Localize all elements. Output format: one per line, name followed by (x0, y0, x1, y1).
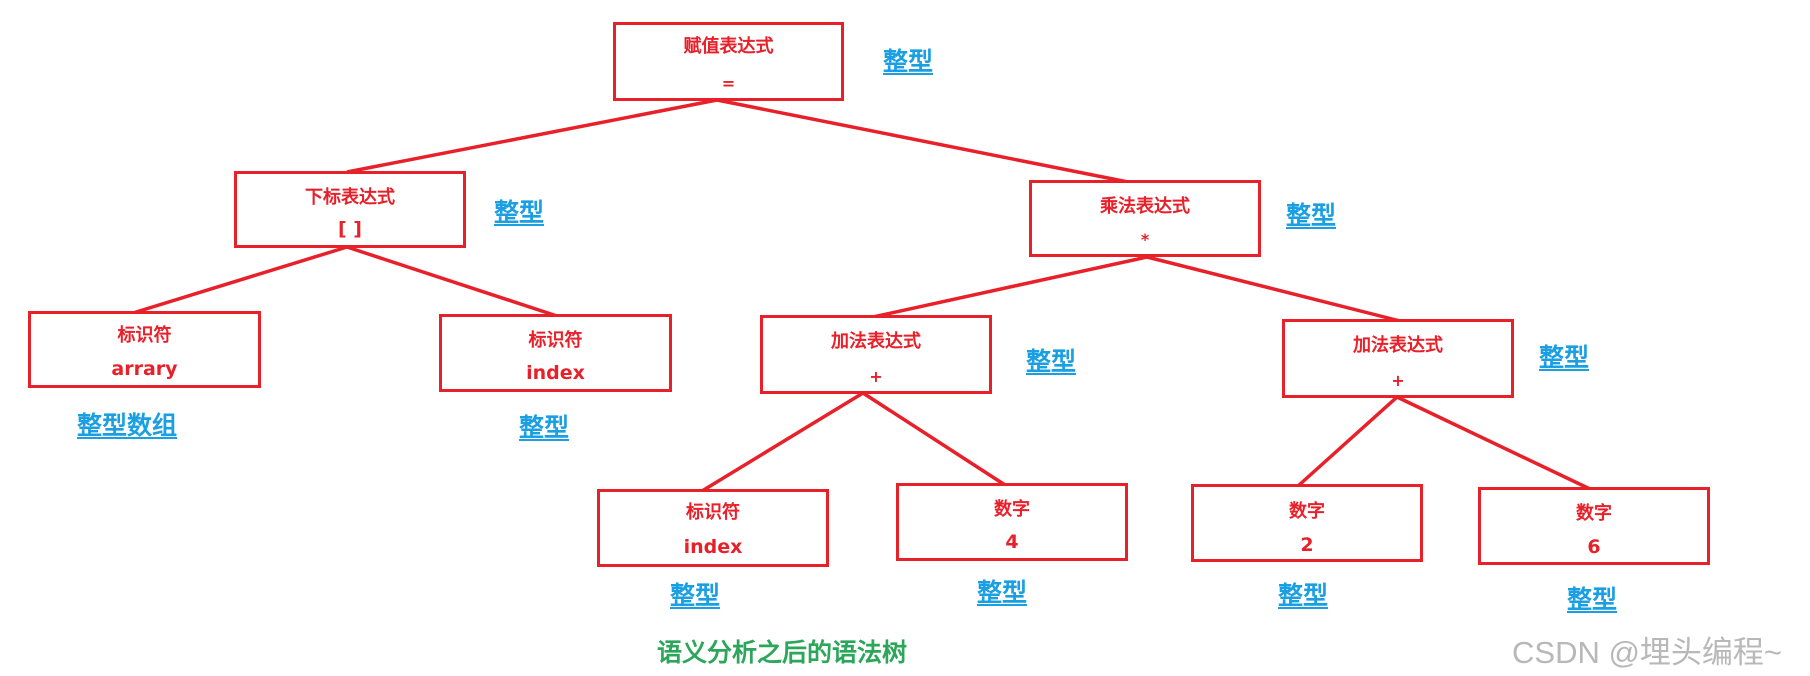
number-4-title: 数字 (994, 499, 1030, 520)
identifier-index-bottom-type-label: 整型 (670, 581, 721, 610)
identifier-array-node: 标识符 arrary (28, 311, 261, 388)
edge-subscript-index (346, 245, 558, 318)
subscript-expression-node: 下标表达式 [ ] (234, 171, 466, 248)
number-2-node: 数字 2 (1191, 484, 1423, 562)
add-right-expression-node: 加法表达式 + (1282, 319, 1514, 398)
edge-addright-num6 (1396, 395, 1591, 491)
subscript-symbol: [ ] (338, 218, 362, 240)
multiply-title: 乘法表达式 (1100, 196, 1190, 217)
edge-addright-num2 (1296, 395, 1399, 488)
edge-subscript-array (132, 245, 348, 315)
edge-addleft-num4 (862, 391, 1006, 487)
edge-multiply-addright (1146, 255, 1401, 323)
edge-assign-multiply (716, 98, 1129, 184)
multiply-expression-node: 乘法表达式 * (1029, 180, 1261, 257)
csdn-watermark: CSDN @埋头编程~ (1512, 635, 1783, 670)
assign-title: 赋值表达式 (683, 36, 774, 57)
number-2-value: 2 (1300, 534, 1314, 556)
identifier-array-name: arrary (111, 358, 178, 380)
multiply-symbol: * (1140, 230, 1150, 249)
number-6-node: 数字 6 (1478, 487, 1710, 565)
identifier-index-bottom-name: index (683, 536, 743, 558)
identifier-index-bottom-node: 标识符 index (597, 489, 829, 567)
add-right-type-label: 整型 (1539, 343, 1590, 372)
number-2-type-label: 整型 (1278, 581, 1329, 610)
identifier-index-top-node: 标识符 index (439, 314, 672, 392)
assign-type-label: 整型 (883, 47, 934, 76)
add-left-expression-node: 加法表达式 + (760, 315, 992, 394)
add-left-symbol: + (869, 367, 883, 386)
add-left-type-label: 整型 (1026, 347, 1077, 376)
number-6-value: 6 (1587, 536, 1601, 558)
edge-multiply-addleft (872, 255, 1148, 319)
number-4-node: 数字 4 (896, 483, 1128, 561)
diagram-caption: 语义分析之后的语法树 (657, 638, 908, 667)
add-left-title: 加法表达式 (831, 331, 921, 352)
identifier-array-type-label: 整型数组 (77, 411, 178, 440)
edge-assign-subscript (346, 98, 718, 174)
identifier-index-bottom-title: 标识符 (686, 502, 740, 523)
multiply-type-label: 整型 (1286, 201, 1337, 230)
subscript-title: 下标表达式 (305, 187, 395, 208)
number-6-type-label: 整型 (1567, 585, 1618, 614)
number-2-title: 数字 (1289, 501, 1325, 522)
add-right-symbol: + (1391, 371, 1405, 390)
identifier-array-title: 标识符 (117, 325, 172, 346)
identifier-index-top-title: 标识符 (528, 330, 583, 351)
number-4-type-label: 整型 (977, 578, 1028, 607)
number-6-title: 数字 (1576, 503, 1612, 524)
edge-addleft-index (701, 391, 864, 493)
identifier-index-top-type-label: 整型 (519, 413, 570, 442)
identifier-index-top-name: index (526, 362, 585, 384)
number-4-value: 4 (1005, 531, 1019, 553)
add-right-title: 加法表达式 (1353, 335, 1443, 356)
subscript-type-label: 整型 (494, 198, 545, 227)
assign-symbol: = (721, 74, 736, 93)
assign-expression-node: 赋值表达式 = (613, 22, 844, 101)
